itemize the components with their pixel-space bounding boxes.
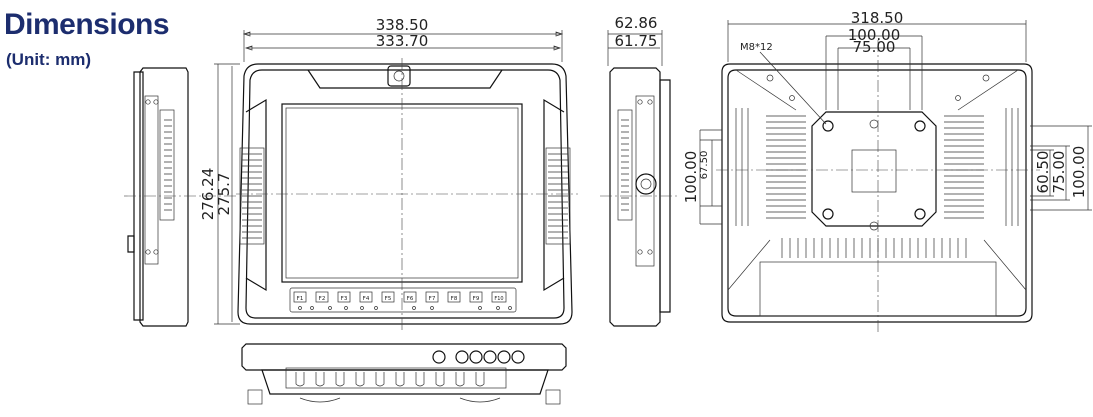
svg-text:F8: F8: [451, 296, 458, 302]
front-height-inner: 275.7: [215, 173, 233, 216]
function-key: F7: [425, 291, 439, 303]
function-key: F8: [447, 291, 461, 303]
rear-width-dimensions: 318.50 100.00 75.00 M8*12: [727, 9, 1027, 125]
vesa-75: 75.00: [853, 38, 896, 56]
front-width-dimensions: 338.50 333.70: [242, 16, 564, 62]
left-side-view: [124, 67, 236, 327]
function-key: F4: [359, 291, 373, 303]
screw-label: M8*12: [740, 42, 773, 53]
side-height-b: 67.50: [699, 151, 710, 180]
right-dim-b: 75.00: [1050, 151, 1068, 194]
svg-text:F9: F9: [473, 296, 480, 302]
function-key: F10: [491, 291, 507, 303]
svg-text:F3: F3: [341, 296, 348, 302]
front-height-dimensions: 276.24 275.7: [199, 63, 240, 325]
front-width-inner: 333.70: [376, 32, 429, 50]
svg-text:F4: F4: [363, 296, 370, 302]
svg-text:F7: F7: [429, 296, 436, 302]
svg-text:F10: F10: [494, 296, 503, 302]
svg-text:F1: F1: [297, 296, 304, 302]
rear-right-dimensions: 60.50 75.00 100.00: [1030, 125, 1092, 211]
function-key: F1: [293, 291, 307, 303]
function-key: F9: [469, 291, 483, 303]
rear-view: [716, 40, 1040, 332]
right-dim-c: 100.00: [1070, 146, 1088, 199]
front-height-outer: 276.24: [199, 168, 217, 221]
right-side-view: [600, 67, 680, 327]
svg-text:F2: F2: [319, 296, 326, 302]
front-view: [236, 58, 578, 330]
svg-text:F6: F6: [407, 296, 414, 302]
vesa-100: 100.00: [848, 26, 901, 44]
rear-side-dimensions: 100.00 67.50: [682, 129, 722, 225]
function-key-row: F1 F2 F3 F4 F5 F6 F7 F8: [293, 291, 512, 310]
bottom-view: [241, 343, 567, 405]
right-dim-a: 60.50: [1034, 151, 1052, 194]
svg-text:F5: F5: [385, 296, 392, 302]
function-key: F3: [337, 291, 351, 303]
side-depth-dimensions: 62.86 61.75: [607, 14, 663, 66]
side-height-a: 100.00: [682, 151, 700, 204]
side-depth-outer: 62.86: [615, 14, 658, 32]
side-depth-inner: 61.75: [615, 32, 658, 50]
rear-width: 318.50: [851, 9, 904, 27]
page-title: Dimensions: [4, 8, 170, 41]
function-key: F2: [315, 291, 329, 303]
unit-label: (Unit: mm): [6, 50, 91, 69]
function-key: F5: [381, 291, 395, 303]
function-key: F6: [403, 291, 417, 303]
front-width-outer: 338.50: [376, 16, 429, 34]
